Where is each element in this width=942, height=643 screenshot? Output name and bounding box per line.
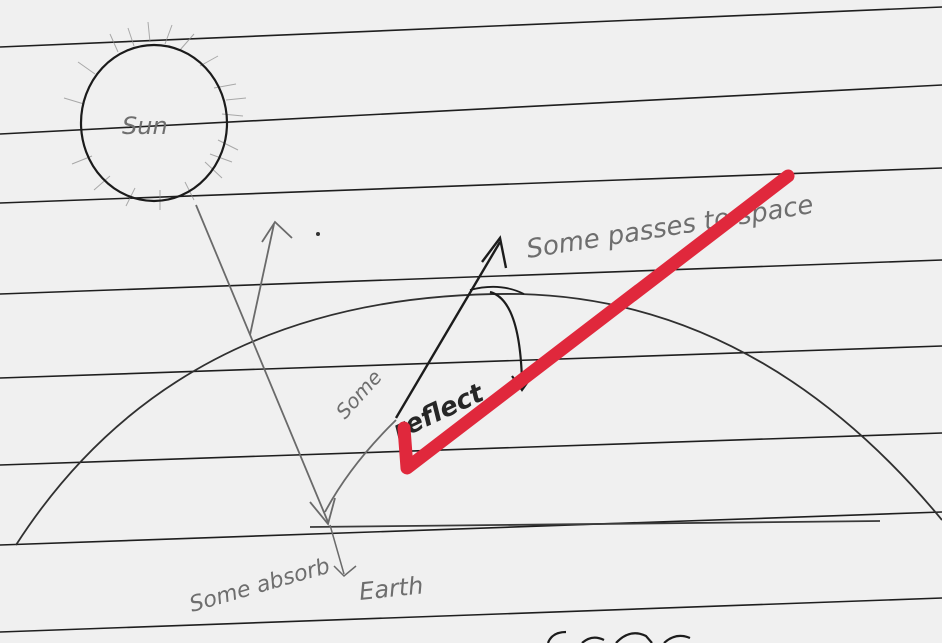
cut-off-handwriting <box>546 630 691 643</box>
pencil-dot <box>316 232 320 236</box>
arrow-head-icon <box>309 497 336 526</box>
ruled-lines <box>0 6 942 633</box>
ruled-line <box>0 597 942 633</box>
earth-label: Earth <box>358 571 425 606</box>
earth-arc <box>15 293 942 546</box>
ruled-line <box>0 432 942 466</box>
passes-to-space-arrow <box>394 235 508 419</box>
sun-rays <box>63 21 247 210</box>
reflected-upward-arrow <box>249 220 293 336</box>
arrow-head-icon <box>333 565 357 578</box>
red-check-mark-icon <box>397 169 795 475</box>
arrow-head-icon <box>481 235 508 269</box>
ruled-line <box>0 259 942 295</box>
ruled-line <box>0 345 942 379</box>
atmosphere-cap-stroke <box>469 285 525 295</box>
ground-reflection-line <box>324 419 397 513</box>
absorb-arrow <box>329 524 357 578</box>
sun-circle <box>79 43 229 203</box>
earth-surface-line <box>309 520 881 528</box>
sun-label: Sun <box>122 112 168 140</box>
arrow-head-icon <box>261 220 293 243</box>
ruled-line <box>0 511 942 546</box>
incoming-radiation-arrow <box>195 204 336 526</box>
ruled-line <box>0 84 942 135</box>
sun-icon: Sun <box>63 21 247 210</box>
ruled-line <box>0 6 942 48</box>
